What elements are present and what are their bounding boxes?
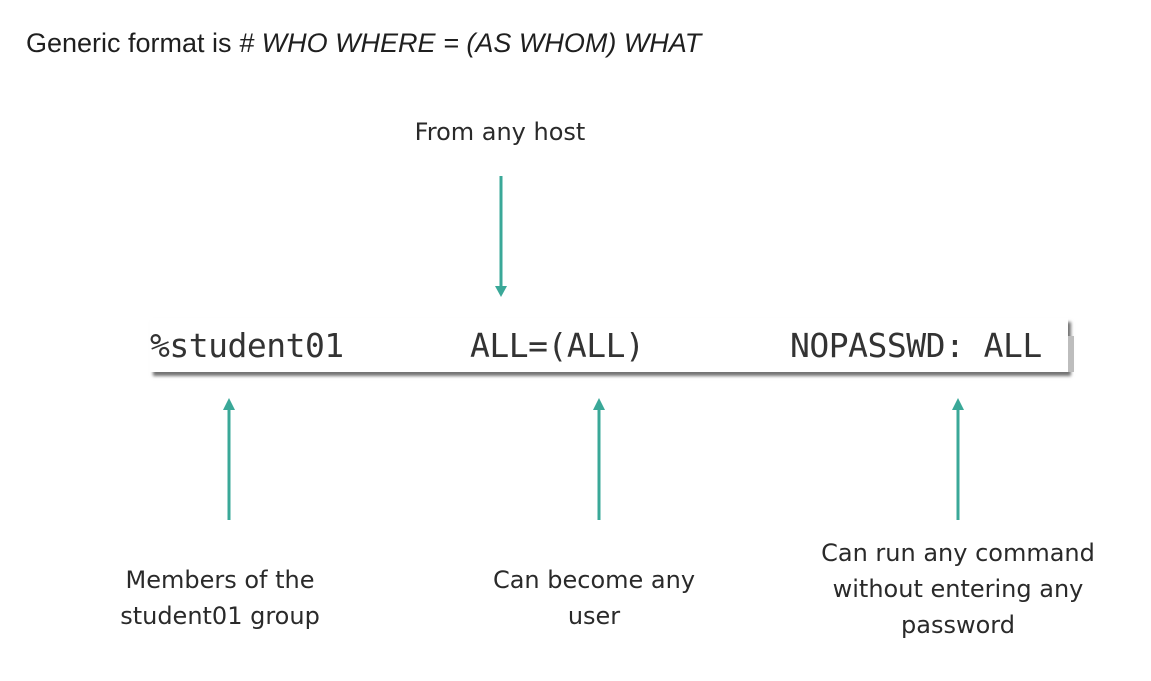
label-what-line-3: password — [901, 611, 1015, 639]
label-who-line-2: student01 group — [120, 602, 320, 630]
label-who: Members of the student01 group — [100, 562, 340, 634]
arrow-up-what — [952, 398, 964, 520]
label-as-whom-line-1: Can become any — [492, 566, 696, 594]
sudoers-line-panel — [150, 318, 1074, 372]
label-what-line-2: without entering any — [832, 575, 1084, 603]
label-who-line-1: Members of the — [125, 566, 315, 594]
heading-format: # WHO WHERE = (AS WHOM) WHAT — [239, 28, 702, 58]
label-as-whom-line-2: user — [567, 602, 621, 630]
code-where: ALL=(ALL) — [470, 326, 645, 365]
page-heading: Generic format is # WHO WHERE = (AS WHOM… — [26, 26, 701, 60]
label-what: Can run any command without entering any… — [808, 535, 1108, 643]
heading-prefix: Generic format is — [26, 28, 240, 58]
label-as-whom: Can become any user — [474, 562, 714, 634]
label-what-line-1: Can run any command — [821, 539, 1095, 567]
arrow-down-where — [495, 176, 507, 297]
code-who: %student01 — [150, 326, 344, 365]
code-what: NOPASSWD: ALL — [790, 326, 1042, 365]
label-where: From any host — [414, 118, 586, 146]
arrow-up-who — [223, 398, 235, 520]
arrow-up-as-whom — [593, 398, 605, 520]
